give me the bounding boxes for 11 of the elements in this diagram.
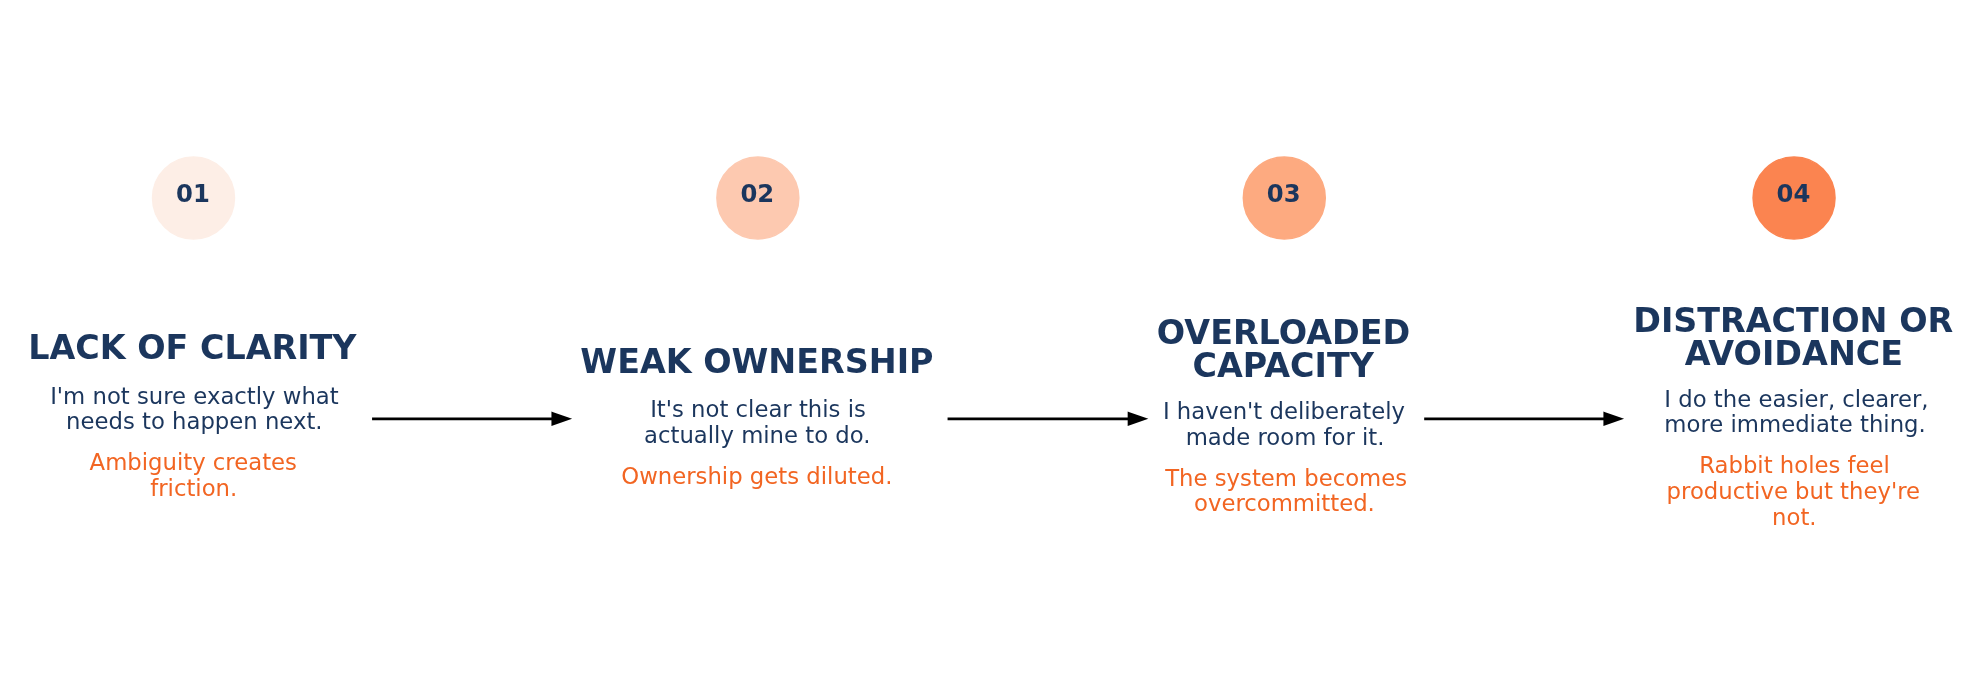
node-text: OVERLOADED CAPACITY I haven't deliberately made room for it. The system becomes overcommitted.	[1156, 312, 1411, 516]
node-text: WEAK OWNERSHIP It's not clear this is actually mine to do. Ownership gets diluted.	[580, 341, 934, 489]
arrow	[1424, 411, 1625, 426]
node-circle: 03	[1242, 155, 1326, 240]
node-text: DISTRACTION OR AVOIDANCE I do the easier, clearer, more immediate thing. Rabbit holes feel productive but they're not.	[1633, 300, 1954, 530]
arrow	[947, 411, 1149, 426]
node-text: LACK OF CLARITY I'm not sure exactly what needs to happen next. Ambiguity creates friction.	[28, 327, 357, 501]
node-circle: 01	[151, 155, 236, 240]
arrow	[372, 411, 573, 426]
node-circle: 04	[1752, 155, 1836, 240]
node-circle: 02	[716, 155, 800, 240]
